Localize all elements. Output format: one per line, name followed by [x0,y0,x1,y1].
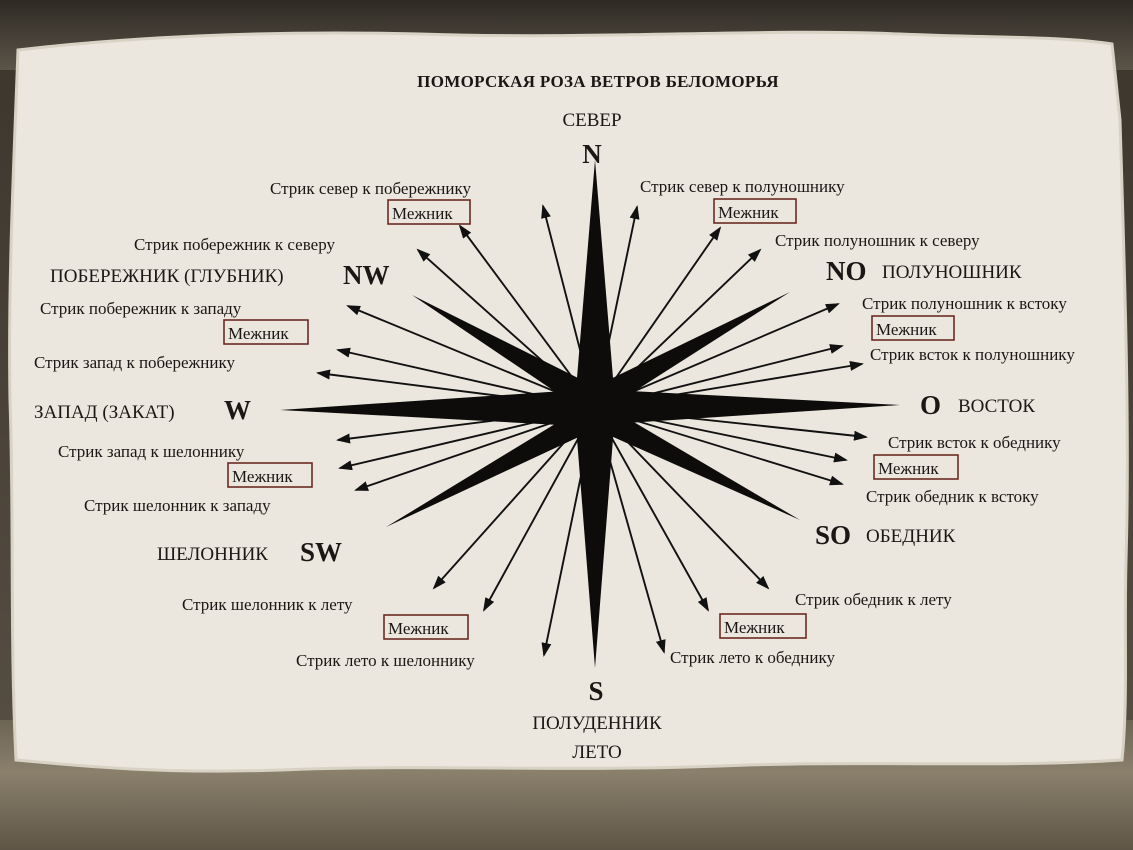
star-point-sw [386,408,598,527]
mezhnik-box-sw-s [383,614,469,640]
mezhnik-box-n-nw [387,199,471,225]
strik-w-to-nw: Стрик запад к побережнику [34,353,236,372]
south-name-line2: ЛЕТО [572,742,622,763]
strik-se-to-s: Стрик обедник к лету [795,590,952,609]
strik-e-to-ne: Стрик всток к полуношнику [870,345,1075,364]
strik-se-to-e: Стрик обедник к встоку [866,487,1039,506]
strik-n-to-ne: Стрик север к полуношнику [640,177,845,196]
star-point-ne [592,292,790,408]
north-code: N [582,139,602,169]
strik-ne-to-n: Стрик полуношник к северу [775,231,980,250]
ne-code: NO [826,256,867,286]
strik-n-to-nw: Стрик север к побережнику [270,179,471,198]
mezhnik-box-e-se [873,454,959,480]
star-point-north [576,160,614,408]
strik-ne-to-e: Стрик полуношник к встоку [862,294,1067,313]
mezhnik-box-ne-e [871,315,955,341]
strik-w-to-sw: Стрик запад к шелоннику [58,442,245,461]
ray-nw-to-w [346,305,596,409]
ray-se-to-s-b [594,407,709,612]
strik-s-to-sw: Стрик лето к шелоннику [296,651,475,670]
mezhnik-label-n-ne: Межник [718,203,779,222]
star-point-east [595,390,900,424]
diagram-title: ПОМОРСКАЯ РОЗА ВЕТРОВ БЕЛОМОРЬЯ [417,72,779,91]
mezhnik-box-se-s [719,613,807,639]
strik-s-to-se: Стрик лето к обеднику [670,648,835,667]
mezhnik-label-ne-e: Межник [876,320,937,339]
mezhnik-label-sw-s: Межник [388,619,449,638]
mezhnik-box-n-ne [713,198,797,224]
west-code: W [224,395,251,425]
mezhnik-label-w-sw: Межник [232,467,293,486]
mezhnik-label-nw-w: Межник [228,324,289,343]
sw-name: ШЕЛОННИК [157,544,268,565]
strik-sw-to-w: Стрик шелонник к западу [84,496,271,515]
east-name: ВОСТОК [958,396,1035,417]
se-name: ОБЕДНИК [866,526,956,547]
mezhnik-label-se-s: Межник [724,618,785,637]
ray-sw-to-s-b [483,407,596,612]
star-point-se [593,408,800,520]
nw-code: NW [343,260,390,290]
strik-sw-to-s: Стрик шелонник к лету [182,595,353,614]
mezhnik-label-e-se: Межник [878,459,939,478]
se-code: SO [815,520,851,550]
sw-code: SW [300,537,342,567]
west-name: ЗАПАД (ЗАКАТ) [34,402,175,423]
nw-name: ПОБЕРЕЖНИК (ГЛУБНИК) [50,266,284,287]
ray-ne-to-e [594,303,840,409]
strik-nw-to-w: Стрик побережник к западу [40,299,242,318]
star-point-south [576,408,614,668]
star-point-nw [412,295,598,408]
south-code: S [588,676,603,706]
strik-nw-to-n: Стрик побережник к северу [134,235,335,254]
ne-name: ПОЛУНОШНИК [882,262,1022,283]
mezhnik-box-nw-w [223,319,309,345]
south-name-line1: ПОЛУДЕННИК [532,713,662,734]
mezhnik-box-w-sw [227,462,313,488]
star-point-west [280,390,595,426]
east-code: O [920,390,941,420]
compass-star [280,160,900,668]
north-name: СЕВЕР [562,110,621,131]
mezhnik-label-n-nw: Межник [392,204,453,223]
strik-e-to-se: Стрик всток к обеднику [888,433,1061,452]
